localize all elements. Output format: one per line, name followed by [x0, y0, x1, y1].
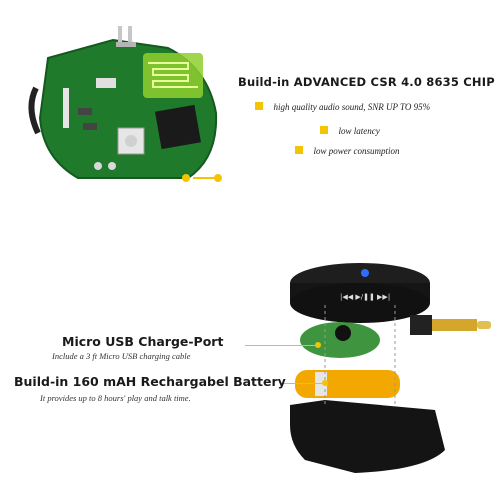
- battery-subtitle: It provides up to 8 hours' play and talk…: [40, 393, 191, 403]
- bullet-icon: [320, 125, 328, 134]
- usb-callout-dot: [315, 342, 321, 348]
- feature-text: low latency: [338, 126, 380, 136]
- feature-text: low power consumption: [313, 146, 400, 156]
- battery-callout-line: [282, 383, 322, 384]
- battery-title: Build-in 160 mAH Rechargabel Battery: [14, 374, 286, 389]
- device-illustration: |◀◀ ▶/❚❚ ▶▶|: [285, 255, 495, 485]
- chip-title: Build-in ADVANCED CSR 4.0 8635 CHIP: [238, 75, 495, 89]
- feature-item: low latency: [320, 121, 380, 139]
- feature-item: low power consumption: [295, 141, 399, 159]
- bullet-icon: [255, 101, 263, 110]
- feature-item: high quality audio sound, SNR UP TO 95%: [255, 97, 430, 115]
- pcb-illustration: [18, 18, 223, 183]
- bullet-icon: [295, 145, 303, 154]
- media-controls-label: |◀◀ ▶/❚❚ ▶▶|: [340, 293, 391, 301]
- feature-text: high quality audio sound, SNR UP TO 95%: [273, 102, 431, 112]
- feature-list: high quality audio sound, SNR UP TO 95% …: [255, 97, 495, 157]
- usb-callout-line: [245, 345, 315, 346]
- usb-title: Micro USB Charge-Port: [62, 334, 224, 349]
- usb-subtitle: Include a 3 ft Micro USB charging cable: [52, 351, 191, 361]
- battery-callout-dot: [322, 380, 328, 386]
